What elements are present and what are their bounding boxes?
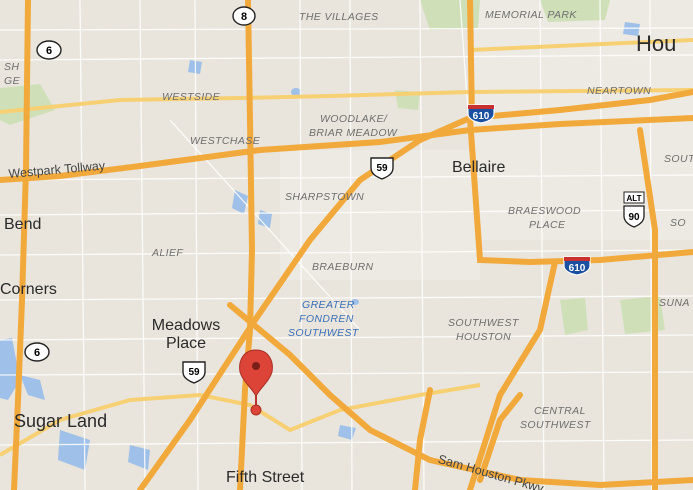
city-label-corners: Corners	[0, 281, 57, 298]
city-label-meadows-place: Meadows Place	[151, 317, 221, 352]
location-marker[interactable]	[239, 349, 273, 416]
area-label-woodlake-2: BRIAR MEADOW	[309, 127, 398, 139]
svg-text:610: 610	[569, 263, 586, 274]
i610-shield-right: 610	[562, 252, 592, 281]
us90-alt-shield: ALT 90	[621, 191, 647, 236]
area-label-central-southwest-2: SOUTHWEST	[520, 419, 591, 431]
area-label-greater-fondren-3: SOUTHWEST	[288, 327, 359, 339]
area-label-greater-fondren-2: FONDREN	[299, 313, 354, 325]
us59-shield-top: 59	[368, 156, 396, 185]
area-label-braeburn: BRAEBURN	[312, 261, 374, 273]
svg-text:610: 610	[473, 111, 490, 122]
area-label-greater-fondren-1: GREATER	[302, 299, 355, 311]
svg-text:ALT: ALT	[627, 194, 642, 203]
area-label-westside: WESTSIDE	[162, 91, 221, 103]
area-label-sh-partial: SH	[4, 61, 20, 73]
city-label-bend: Bend	[4, 216, 42, 233]
svg-text:90: 90	[628, 212, 640, 223]
area-label-westchase: WESTCHASE	[190, 135, 261, 147]
city-label-fifth-street: Fifth Street	[226, 469, 305, 486]
area-label-braeswood-2: PLACE	[529, 219, 566, 231]
svg-text:6: 6	[46, 45, 52, 57]
area-label-southwest-houston-2: HOUSTON	[456, 331, 512, 343]
svg-text:59: 59	[188, 367, 200, 378]
area-label-woodlake-1: WOODLAKE/	[320, 113, 388, 125]
area-label-ge-partial: GE	[4, 75, 20, 87]
sh6-shield-left: 6	[24, 342, 50, 367]
svg-text:8: 8	[241, 11, 247, 23]
i610-shield-top: 610	[466, 100, 496, 129]
area-label-sharpstown: SHARPSTOWN	[285, 191, 365, 203]
highways	[0, 38, 693, 457]
city-label-bellaire: Bellaire	[452, 159, 506, 176]
area-label-braeswood-1: BRAESWOOD	[508, 205, 582, 217]
area-label-memorial-park: MEMORIAL PARK	[485, 9, 577, 21]
svg-text:59: 59	[376, 163, 388, 174]
area-label-southwest-houston-1: SOUTHWEST	[448, 317, 519, 329]
us59-shield-bottom: 59	[180, 360, 208, 389]
area-label-suna-partial: SUNA	[659, 297, 690, 309]
area-label-central-southwest-1: CENTRAL	[534, 405, 586, 417]
sh8-shield: 8	[232, 6, 256, 31]
area-label-neartown: NEARTOWN	[587, 85, 652, 97]
area-label-the-villages: THE VILLAGES	[299, 11, 379, 23]
city-label-sugar-land: Sugar Land	[14, 411, 108, 431]
city-label-houston: Hou	[636, 31, 677, 56]
area-label-so-partial: SO	[670, 217, 686, 229]
area-label-alief: ALIEF	[152, 247, 184, 259]
area-label-sout-partial: SOUT	[664, 153, 693, 165]
sh6-shield-top: 6	[36, 40, 62, 65]
svg-text:6: 6	[34, 347, 40, 359]
